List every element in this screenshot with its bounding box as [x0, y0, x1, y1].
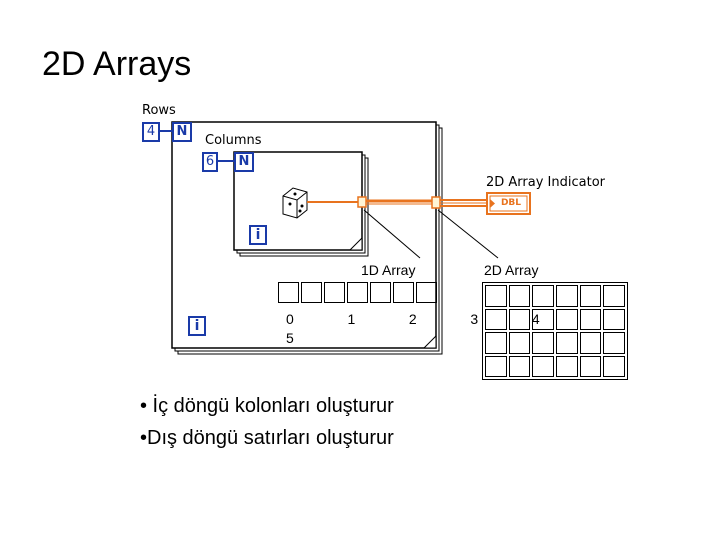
array2d-cell: [603, 332, 625, 354]
bullet-item: • İç döngü kolonları oluşturur: [140, 395, 394, 417]
array2d-cell: [508, 332, 531, 354]
array2d-cell: [579, 332, 602, 354]
array2d-cell: [508, 355, 531, 377]
array1d-cell: [301, 282, 322, 303]
dbl-wire[interactable]: [307, 199, 488, 207]
columns-label: Columns: [205, 133, 262, 148]
array1d-cell: [370, 282, 391, 303]
array1d-cell: [324, 282, 345, 303]
indicator-type-label: DBL: [500, 198, 522, 208]
array2d-cell: [603, 355, 625, 377]
outer-tunnel[interactable]: [431, 196, 441, 209]
array2d-cell: [555, 308, 578, 330]
bullet-item: •Dış döngü satırları oluşturur: [140, 427, 394, 449]
array1d-cell: [416, 282, 437, 303]
outer-iteration-terminal[interactable]: i: [188, 316, 206, 336]
array2d-cell: [485, 332, 507, 354]
inner-iteration-terminal[interactable]: i: [249, 225, 267, 245]
inner-count-terminal[interactable]: N: [234, 152, 254, 172]
rows-label: Rows: [142, 103, 176, 118]
columns-constant[interactable]: 6: [202, 152, 218, 172]
array2d-cell: [532, 355, 554, 377]
array2d-grid: [482, 282, 628, 380]
slide-title: 2D Arrays: [42, 45, 192, 83]
array1d-indices-bottom: 5: [286, 330, 294, 346]
array2d-cell: [555, 355, 578, 377]
array2d-cell: [579, 355, 602, 377]
array2d-cell: [532, 285, 554, 307]
array2d-cell: [603, 308, 625, 330]
array2d-cell: [532, 332, 554, 354]
array2d-cell: [532, 308, 554, 330]
array2d-cell: [508, 308, 531, 330]
array2d-cell: [555, 285, 578, 307]
bullet-list: • İç döngü kolonları oluşturur •Dış döng…: [140, 390, 394, 454]
array2d-cell: [603, 285, 625, 307]
array1d-cell: [278, 282, 299, 303]
array2d-cell: [579, 308, 602, 330]
array2d-cell: [485, 285, 507, 307]
array2d-label: 2D Array: [484, 262, 539, 278]
array1d-cell: [393, 282, 414, 303]
array2d-cell: [579, 285, 602, 307]
indicator-terminal[interactable]: [486, 192, 531, 215]
inner-tunnel[interactable]: [357, 196, 367, 208]
random-number-icon[interactable]: [282, 187, 308, 219]
pointer-1d-array: [363, 209, 421, 259]
array2d-cell: [508, 285, 531, 307]
indicator-label: 2D Array Indicator: [486, 175, 606, 190]
array2d-cell: [485, 355, 507, 377]
outer-count-terminal[interactable]: N: [172, 122, 192, 142]
array1d-label: 1D Array: [361, 262, 416, 278]
array1d-cells: [278, 282, 439, 303]
array1d-indices-top: 0 1 2 3 4: [286, 311, 540, 327]
array2d-cell: [485, 308, 507, 330]
pointer-2d-array: [437, 209, 499, 259]
array2d-cell: [555, 332, 578, 354]
array1d-cell: [347, 282, 368, 303]
rows-constant[interactable]: 4: [142, 122, 160, 142]
